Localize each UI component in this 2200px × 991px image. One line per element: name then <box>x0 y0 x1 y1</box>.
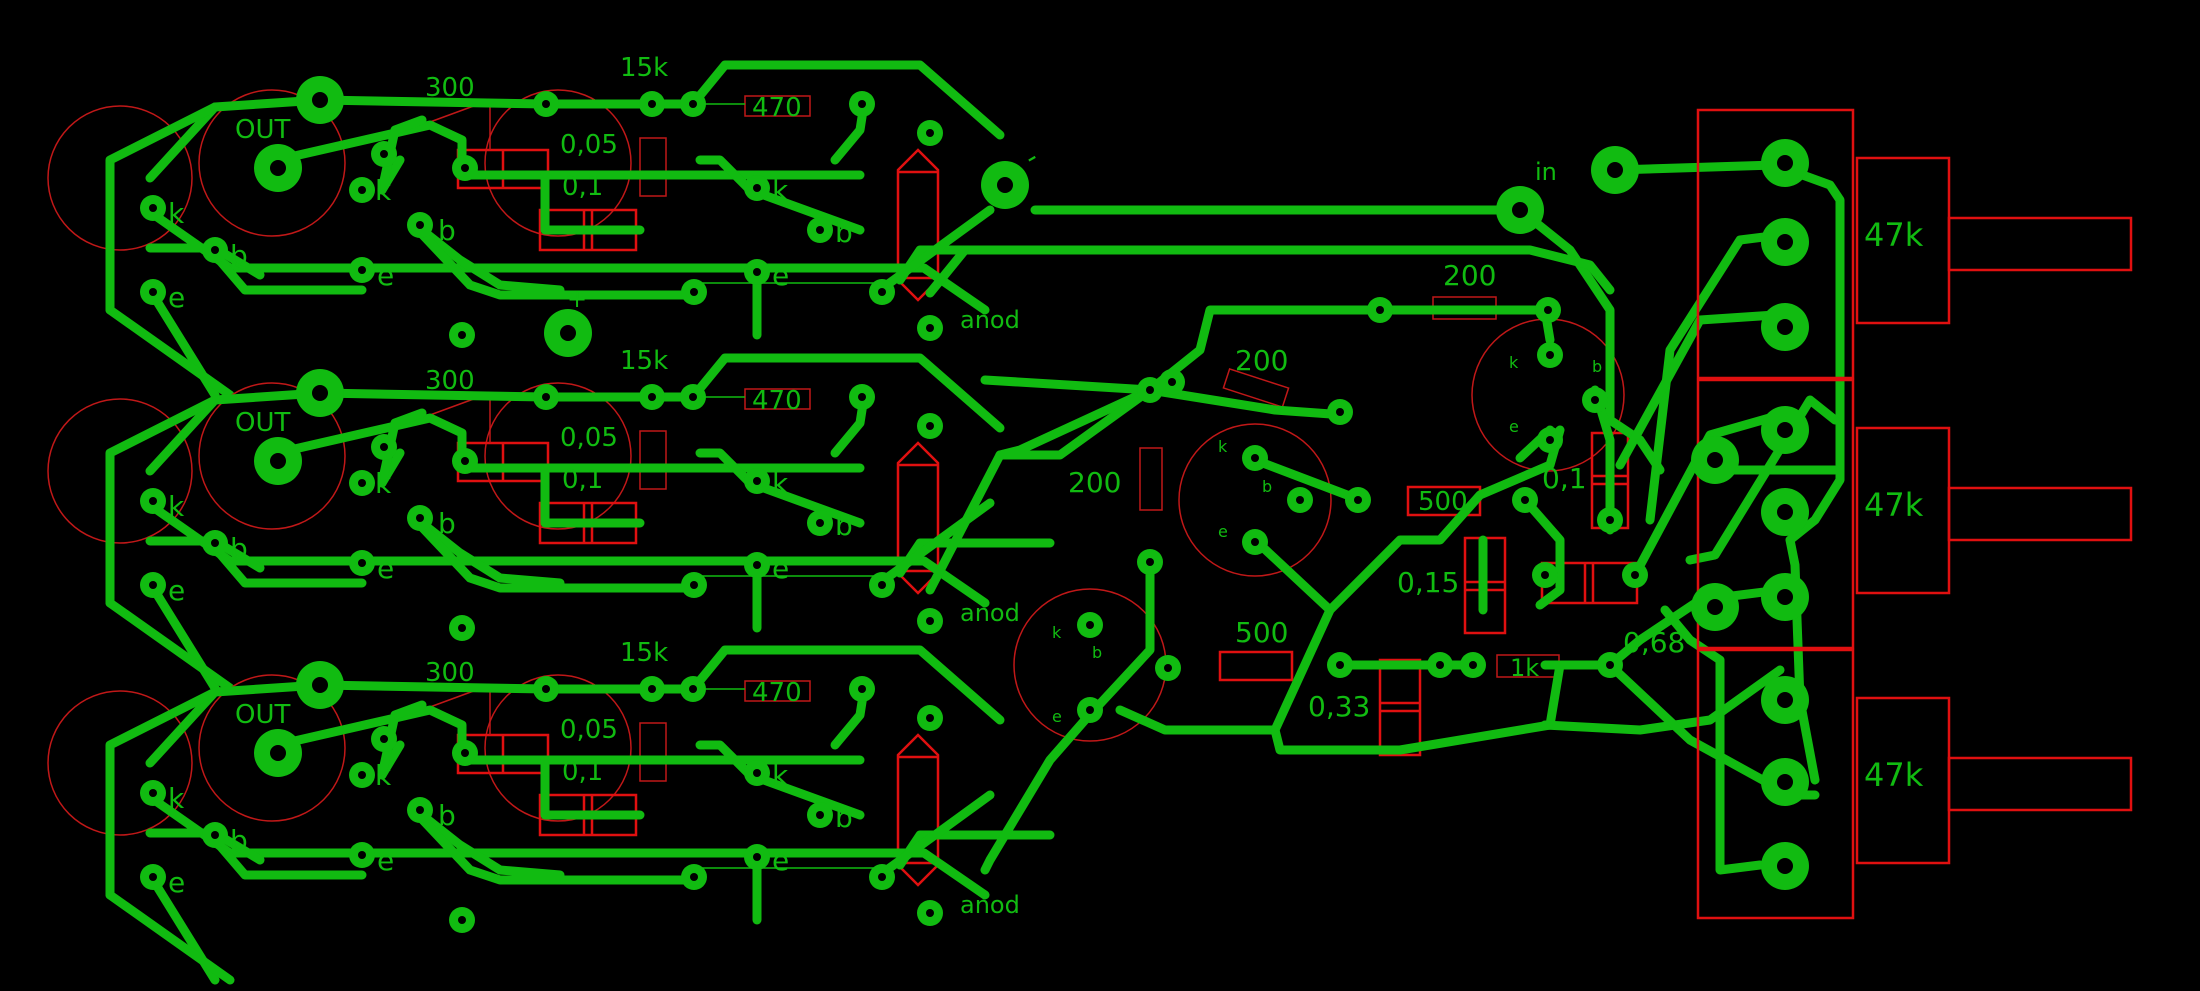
q1-pin-b: b <box>1592 357 1602 376</box>
channel-1-pin-b3: b <box>835 216 853 249</box>
q3-pin-b: b <box>1092 643 1102 662</box>
channel-2-r300-label: 300 <box>425 366 475 396</box>
channel-3-pin-e: e <box>168 866 185 899</box>
channel-1-plus-label: + <box>567 285 587 313</box>
c068-label: 0,68 <box>1623 626 1685 659</box>
channel-2-pin-e3: e <box>772 552 789 585</box>
channel-3-c005-label: 0,05 <box>560 715 618 745</box>
channel-2-out-label: OUT <box>235 408 290 438</box>
channel-1-r15k-label: 15k <box>620 53 668 83</box>
channel-2-c005-label: 0,05 <box>560 423 618 453</box>
q3-pin-e: e <box>1052 707 1062 726</box>
channel-1-pin-b2: b <box>438 214 456 247</box>
channel-3-out-label: OUT <box>235 700 290 730</box>
channel-2-pin-k3: k <box>772 467 789 500</box>
q1-pin-k: k <box>1509 353 1519 372</box>
channel-3-pin-e3: e <box>772 844 789 877</box>
r200-b-label: 200 <box>1235 344 1288 377</box>
channel-2-c01-label: 0,1 <box>562 465 603 495</box>
pot-2-label: 47k <box>1864 486 1924 524</box>
r200-a-label: 200 <box>1443 259 1496 292</box>
channel-3-pin-k3: k <box>772 759 789 792</box>
channel-3-r300-label: 300 <box>425 658 475 688</box>
c01-label: 0,1 <box>1542 462 1587 495</box>
r500-a-label: 500 <box>1418 487 1468 517</box>
channel-1-pin-k2: k <box>375 174 392 207</box>
channel-2-artwork <box>48 358 1050 688</box>
channel-1-r300-label: 300 <box>425 73 475 103</box>
channel-1-pin-b: b <box>230 239 248 272</box>
channel-3-pin-e2: e <box>377 844 394 877</box>
channel-3-pin-b3: b <box>835 801 853 834</box>
channel-3-pin-b2: b <box>438 799 456 832</box>
r1k-label: 1k <box>1510 654 1539 682</box>
channel-2-r470-label: 470 <box>752 386 802 416</box>
input-label: in <box>1535 158 1557 186</box>
channel-3-anode-label: anod <box>960 891 1020 919</box>
channel-1-pin-e3: e <box>772 259 789 292</box>
channel-2-pin-b2: b <box>438 507 456 540</box>
channel-1-anode-label: anod <box>960 306 1020 334</box>
channel-3: OUT 300 15k 470 0,05 0,1 k b e k b e k b… <box>48 638 1050 980</box>
channel-2-pin-e: e <box>168 574 185 607</box>
channel-3-pin-k2: k <box>375 759 392 792</box>
c015-label: 0,15 <box>1397 566 1459 599</box>
r200-c-label: 200 <box>1068 466 1121 499</box>
channel-3-artwork <box>48 650 1050 980</box>
q2-pin-k: k <box>1218 437 1228 456</box>
channel-3-pin-b: b <box>230 824 248 857</box>
q2-pin-e: e <box>1218 522 1228 541</box>
channel-3-r470-label: 470 <box>752 678 802 708</box>
channel-1-r470-label: 470 <box>752 93 802 123</box>
channel-1: OUT 300 15k 470 0,05 0,1 k b e k b e k b… <box>48 53 1050 395</box>
channel-2-pin-b: b <box>230 532 248 565</box>
pot-3-label: 47k <box>1864 756 1924 794</box>
potentiometer-1: 47k <box>1696 108 2133 380</box>
channel-2-pin-b3: b <box>835 509 853 542</box>
q2-pin-b: b <box>1262 477 1272 496</box>
driver-section: in 200 200 200 500 500 1k 0,1 0,15 0,33 … <box>925 146 1845 875</box>
q1-pin-e: e <box>1509 417 1519 436</box>
channel-1-out-label: OUT <box>235 115 290 145</box>
channel-2-r15k-label: 15k <box>620 346 668 376</box>
channel-2-pin-e2: e <box>377 552 394 585</box>
q3-pin-k: k <box>1052 623 1062 642</box>
channel-1-c01-label: 0,1 <box>562 172 603 202</box>
potentiometer-2: 47k <box>1691 378 2133 650</box>
channel-3-c01-label: 0,1 <box>562 757 603 787</box>
r500-b-label: 500 <box>1235 616 1288 649</box>
potentiometer-3: 47k <box>1696 648 2133 920</box>
channel-1-pin-e: e <box>168 281 185 314</box>
channel-2: OUT 300 15k 470 0,05 0,1 k b e k b e k b… <box>48 346 1050 688</box>
channel-2-anode-label: anod <box>960 599 1020 627</box>
channel-1-c005-label: 0,05 <box>560 130 618 160</box>
channel-1-pin-k: k <box>168 197 185 230</box>
channel-1-pin-e2: e <box>377 259 394 292</box>
channel-3-pin-k: k <box>168 782 185 815</box>
channel-3-r15k-label: 15k <box>620 638 668 668</box>
channel-2-pin-k: k <box>168 490 185 523</box>
pot-1-label: 47k <box>1864 216 1924 254</box>
c033-label: 0,33 <box>1308 690 1370 723</box>
channel-1-pin-k3: k <box>772 174 789 207</box>
channel-2-pin-k2: k <box>375 467 392 500</box>
